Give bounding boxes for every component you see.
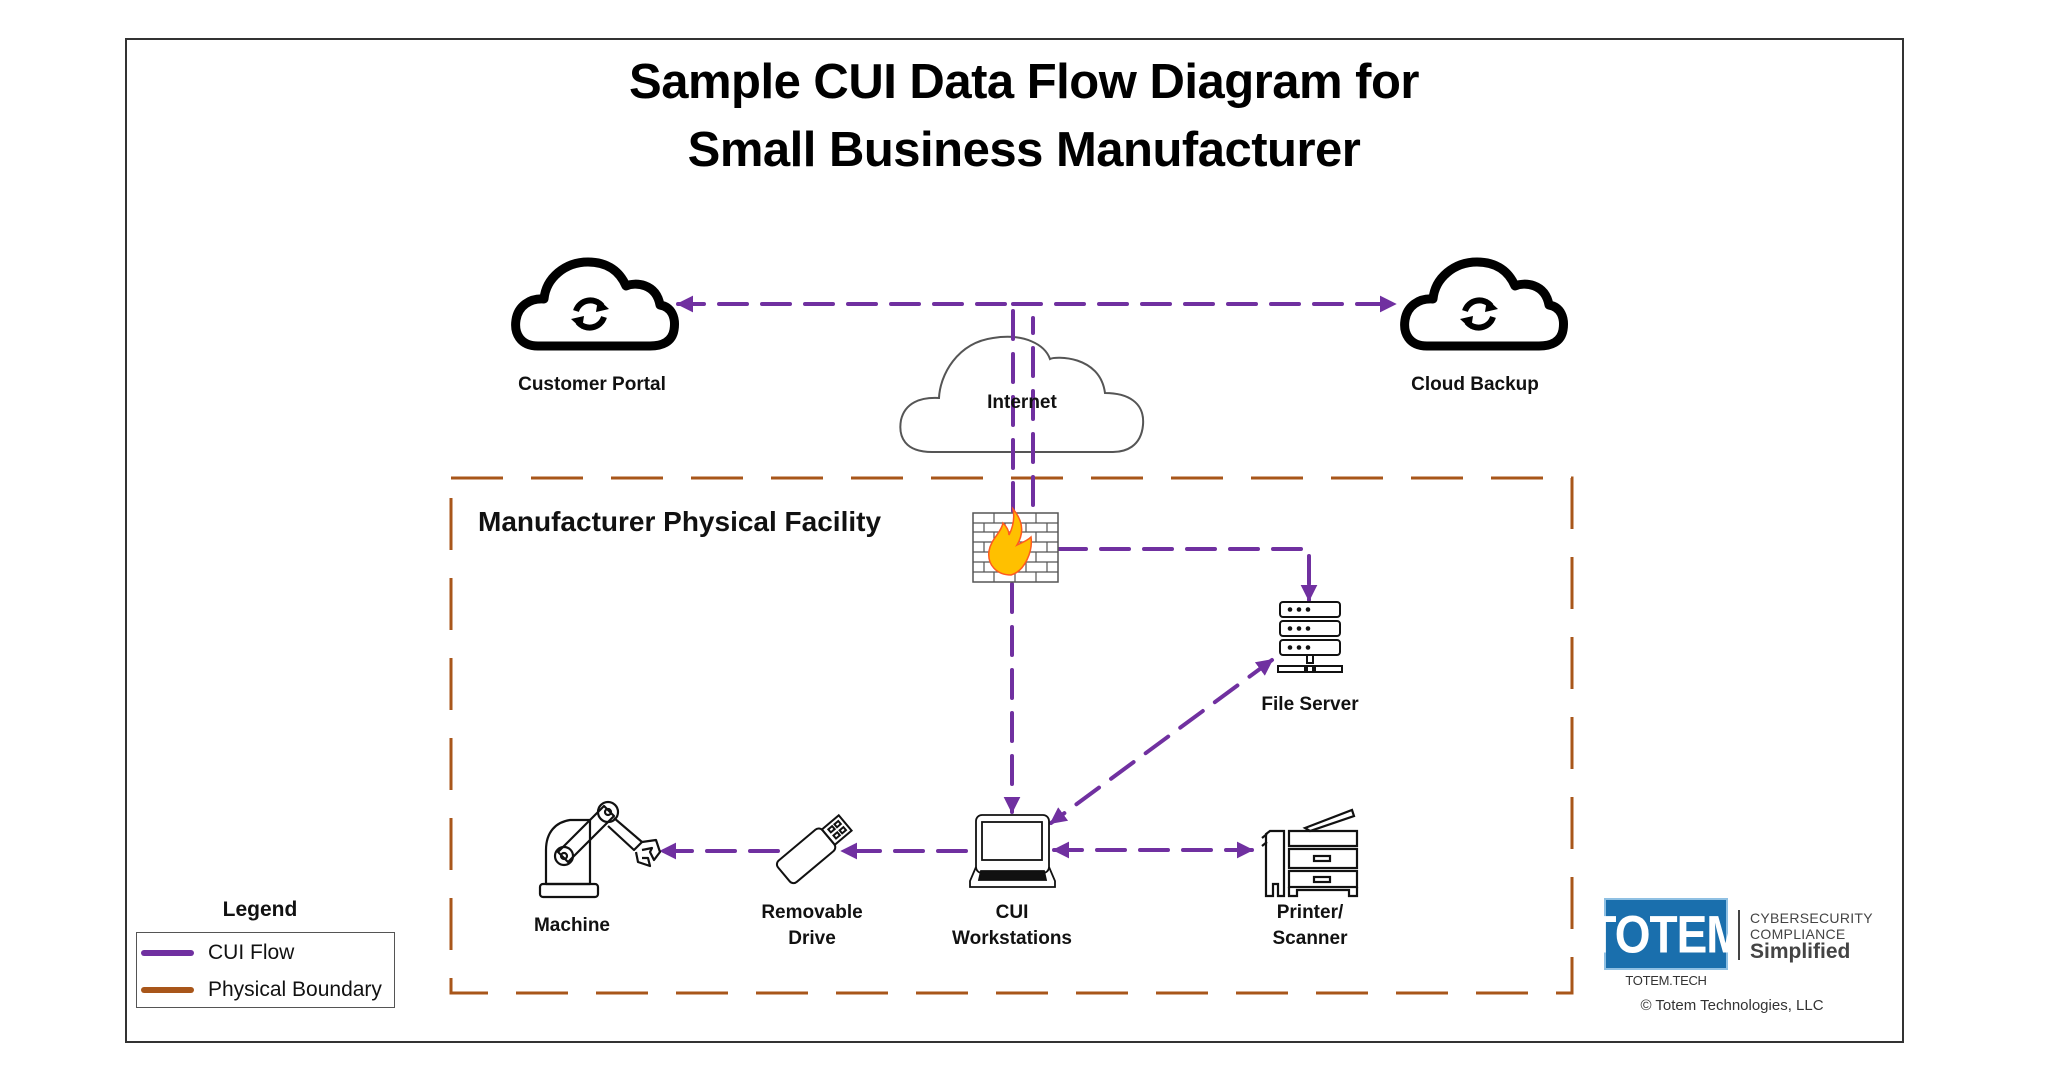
removable-drive-label: Removable Drive xyxy=(761,900,862,952)
copyright-notice: © Totem Technologies, LLC xyxy=(1640,997,1824,1014)
customer-portal-label: Customer Portal xyxy=(518,374,666,395)
legend-title: Legend xyxy=(222,898,298,921)
legend-item-cui-flow: CUI Flow xyxy=(137,938,294,968)
workstations-label: CUI Workstations xyxy=(952,900,1072,952)
firewall-icon xyxy=(972,506,1059,583)
logo-url: TOTEM.TECH xyxy=(1625,973,1707,988)
printer-label-line-1: Printer/ xyxy=(1276,902,1344,923)
printer-scanner-label: Printer/ Scanner xyxy=(1273,900,1348,952)
physical-boundary xyxy=(449,476,1574,995)
physical-boundary-swatch xyxy=(141,987,194,993)
cloud-backup-label: Cloud Backup xyxy=(1411,374,1539,395)
logo-wordmark: TOTEM xyxy=(1588,904,1744,964)
file-server-icon xyxy=(1277,601,1343,673)
printer-label-line-2: Scanner xyxy=(1272,928,1348,949)
internet-cloud-icon xyxy=(899,335,1145,453)
logo-tagline-1: CYBERSECURITY xyxy=(1750,910,1873,926)
workstations-label-line-1: CUI xyxy=(995,902,1029,923)
drive-label-line-2: Drive xyxy=(788,928,836,949)
legend-item-label: CUI Flow xyxy=(208,941,295,964)
cloud-backup-cloud-icon xyxy=(1400,257,1568,351)
totem-logo: TOTEM xyxy=(1588,898,1745,970)
workstations-label-line-2: Workstations xyxy=(951,928,1073,949)
diagram-frame xyxy=(125,38,1904,1043)
diagram-title-line-2: Small Business Manufacturer xyxy=(687,123,1361,177)
flow-firewall-to-file-server xyxy=(1056,547,1318,602)
flow-internet-to-customer-portal xyxy=(676,295,1015,513)
customer-portal-cloud-icon xyxy=(511,257,679,351)
cui-flow-swatch xyxy=(141,950,194,956)
logo-tagline-2: COMPLIANCE xyxy=(1750,926,1846,942)
legend-item-physical-boundary: Physical Boundary xyxy=(137,975,382,1005)
file-server-label: File Server xyxy=(1261,694,1359,715)
robot-arm-icon xyxy=(538,800,662,899)
printer-scanner-icon xyxy=(1261,808,1359,898)
legend-item-label: Physical Boundary xyxy=(208,978,382,1001)
diagram-title-line-1: Sample CUI Data Flow Diagram for xyxy=(629,55,1419,109)
cui-flow-lines xyxy=(659,295,1397,860)
legend: CUI Flow Physical Boundary xyxy=(136,932,395,1008)
logo-tagline-3: Simplified xyxy=(1750,940,1851,963)
internet-label: Internet xyxy=(987,392,1057,413)
flow-file-server-workstations xyxy=(1049,658,1274,825)
machine-label: Machine xyxy=(533,915,611,936)
facility-boundary-label: Manufacturer Physical Facility xyxy=(478,506,882,537)
drive-label-line-1: Removable xyxy=(761,902,863,923)
laptop-icon xyxy=(969,814,1056,888)
usb-drive-icon xyxy=(775,813,854,885)
logo-divider xyxy=(1738,910,1740,960)
